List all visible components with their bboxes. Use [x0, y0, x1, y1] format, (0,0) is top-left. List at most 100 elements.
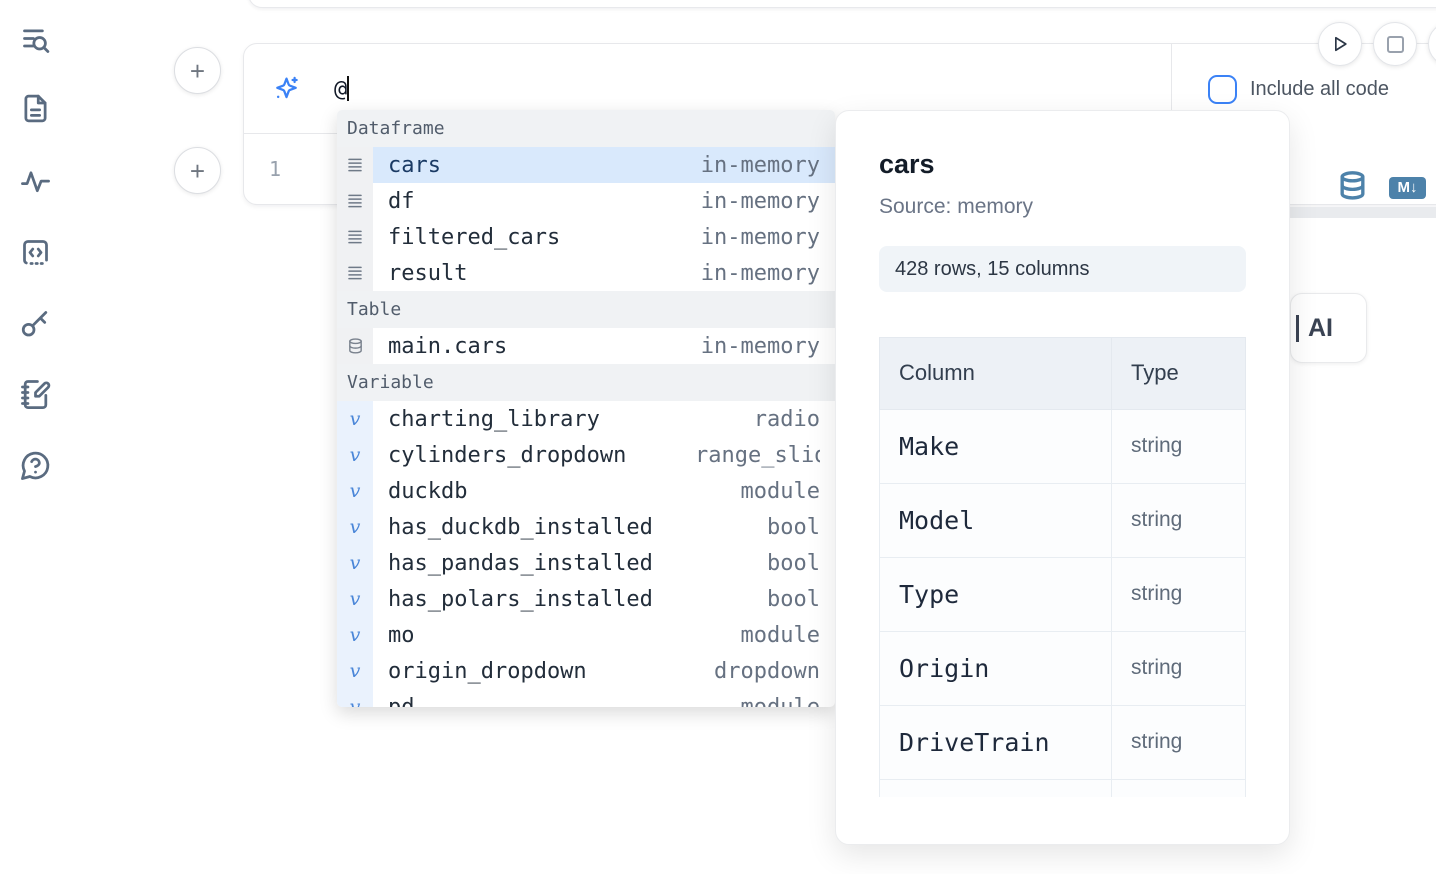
item-name: duckdb: [388, 478, 468, 504]
autocomplete-item-result[interactable]: result in-memory: [337, 255, 835, 291]
item-type: module: [740, 478, 820, 504]
item-type: bool: [767, 514, 820, 540]
item-type: bool: [767, 550, 820, 576]
ai-prompt-value: @: [334, 76, 348, 102]
database-icon: [337, 328, 373, 364]
search-list-icon[interactable]: [19, 24, 52, 57]
column-name-cell: Origin: [879, 630, 1112, 706]
ai-prompt-input[interactable]: @: [334, 75, 350, 102]
item-name: has_pandas_installed: [388, 550, 653, 576]
preview-shape-badge: 428 rows, 15 columns: [879, 246, 1246, 292]
generate-with-ai-button[interactable]: AI: [1290, 293, 1367, 363]
item-name: df: [388, 188, 415, 214]
autocomplete-item-main.cars[interactable]: main.cars in-memory: [337, 328, 835, 364]
item-name: has_polars_installed: [388, 586, 653, 612]
include-all-code-checkbox[interactable]: [1208, 75, 1237, 104]
variable-icon: v: [337, 509, 373, 545]
notebook-pen-icon[interactable]: [19, 378, 52, 411]
item-name: has_duckdb_installed: [388, 514, 653, 540]
autocomplete-item-has_pandas_installed[interactable]: v has_pandas_installed bool: [337, 545, 835, 581]
menu-icon: [337, 147, 373, 183]
autocomplete-item-df[interactable]: df in-memory: [337, 183, 835, 219]
menu-icon: [337, 255, 373, 291]
text-cursor: [347, 75, 350, 101]
column-header: Column: [879, 338, 1112, 410]
variable-icon: v: [337, 473, 373, 509]
autocomplete-item-filtered_cars[interactable]: filtered_cars in-memory: [337, 219, 835, 255]
code-snippet-icon[interactable]: [19, 236, 52, 269]
play-icon: [1335, 36, 1347, 52]
column-type-cell: string: [1111, 408, 1246, 484]
stop-cell-button[interactable]: [1373, 22, 1417, 66]
autocomplete-section-header: Variable: [337, 364, 835, 401]
variable-icon: v: [337, 617, 373, 653]
column-type-cell: string: [1111, 704, 1246, 780]
item-type: bool: [767, 586, 820, 612]
menu-icon: [337, 219, 373, 255]
item-name: pd: [388, 694, 415, 708]
variable-icon: v: [337, 437, 373, 473]
item-name: main.cars: [388, 333, 508, 359]
item-type: module: [740, 694, 820, 708]
column-name-cell: Type: [879, 556, 1112, 632]
item-type: in-memory: [700, 188, 820, 214]
left-sidebar: [0, 0, 70, 874]
help-chat-icon[interactable]: [19, 449, 52, 482]
autocomplete-item-has_polars_installed[interactable]: v has_polars_installed bool: [337, 581, 835, 617]
output-area-edge: [1290, 207, 1436, 218]
column-name-cell: Model: [879, 482, 1112, 558]
autocomplete-item-has_duckdb_installed[interactable]: v has_duckdb_installed bool: [337, 509, 835, 545]
item-type: in-memory: [700, 224, 820, 250]
column-type-cell: string: [1111, 556, 1246, 632]
ai-button-label: AI: [1308, 313, 1333, 342]
column-type-cell: [1111, 778, 1246, 797]
item-name: result: [388, 260, 468, 286]
table-row: [879, 778, 1246, 797]
add-cell-button-bottom[interactable]: +: [174, 147, 221, 194]
item-type: module: [740, 622, 820, 648]
autocomplete-section-header: Table: [337, 291, 835, 328]
run-cell-button[interactable]: [1318, 22, 1362, 66]
column-name-cell: DriveTrain: [879, 704, 1112, 780]
item-type: in-memory: [700, 260, 820, 286]
clipped-letter: [1296, 314, 1299, 342]
item-name: charting_library: [388, 406, 600, 432]
variable-icon: v: [337, 581, 373, 617]
column-header: Type: [1111, 338, 1246, 410]
item-name: origin_dropdown: [388, 658, 587, 684]
activity-icon[interactable]: [19, 165, 52, 198]
key-icon[interactable]: [19, 307, 52, 340]
add-cell-button-top[interactable]: +: [174, 47, 221, 94]
include-all-code-label: Include all code: [1250, 78, 1389, 100]
autocomplete-item-pd[interactable]: v pd module: [337, 689, 835, 707]
column-name-cell: Make: [879, 408, 1112, 484]
column-type-cell: string: [1111, 482, 1246, 558]
line-number: 1: [269, 157, 282, 181]
variable-icon: v: [337, 545, 373, 581]
column-name-cell: [879, 778, 1112, 797]
code-editor-row[interactable]: 1: [244, 134, 1171, 204]
variable-icon: v: [337, 689, 373, 707]
file-document-icon[interactable]: [19, 92, 52, 125]
markdown-icon[interactable]: M↓: [1389, 177, 1426, 199]
item-name: mo: [388, 622, 415, 648]
variable-icon: v: [337, 401, 373, 437]
item-type: in-memory: [700, 333, 820, 359]
stop-icon: [1386, 35, 1404, 53]
item-type: range_slider: [695, 442, 820, 468]
database-icon[interactable]: [1337, 169, 1368, 202]
item-name: filtered_cars: [388, 224, 561, 250]
